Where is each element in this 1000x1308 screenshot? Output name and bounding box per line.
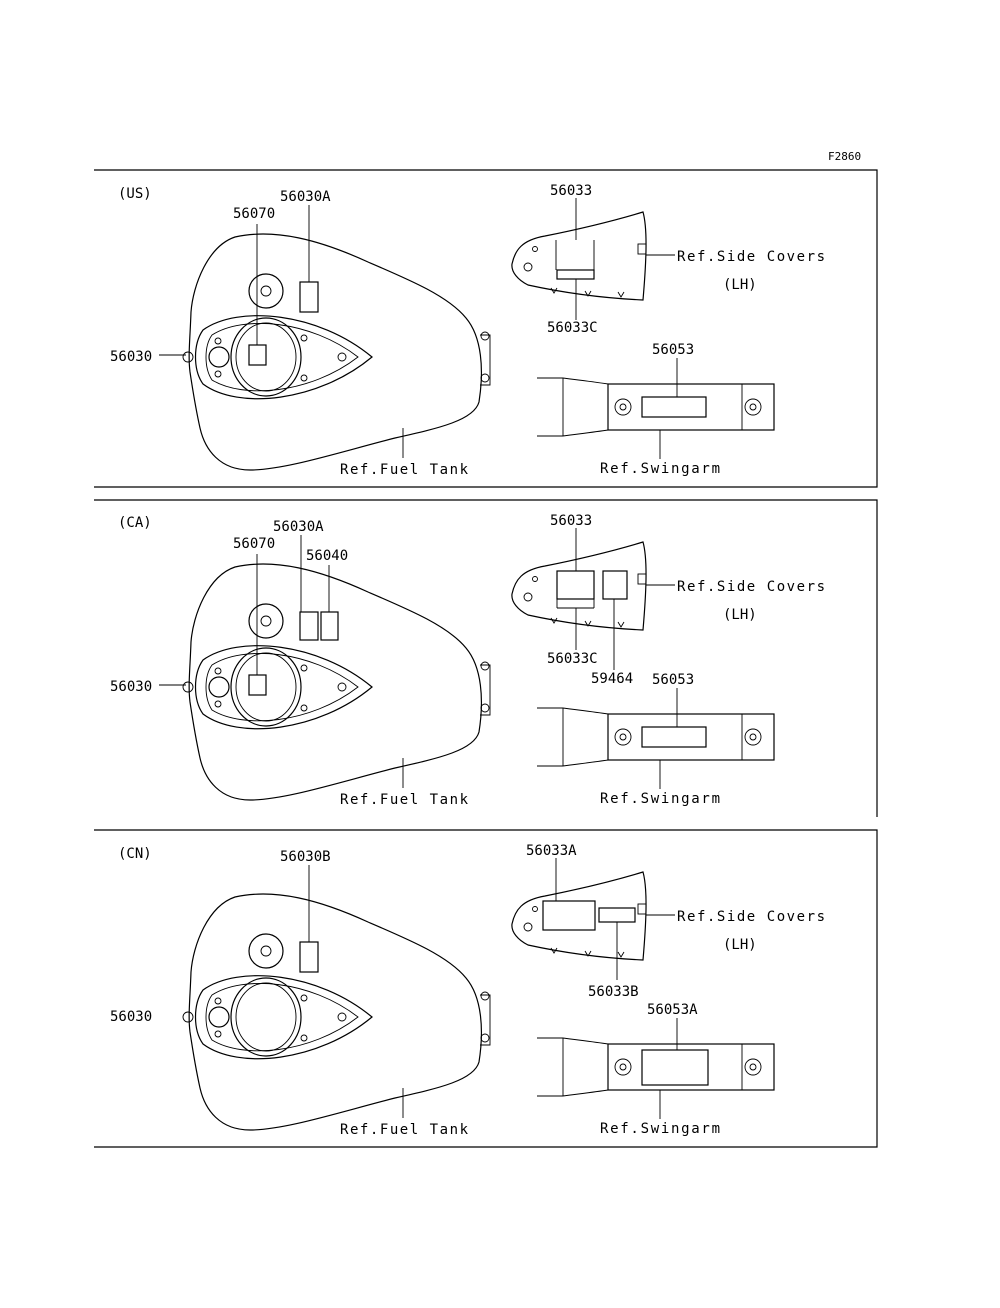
fuel-tank-ref-cn: Ref.Fuel Tank [340,1122,469,1138]
swingarm-illustration [537,1037,775,1097]
tank-label-top-cn: 56030B [280,849,331,865]
fuel-tank-illustration [182,893,491,1131]
side-cover-label-bottom-us: 56033C [547,320,598,336]
side-cover-label-bottom-cn: 56033B [588,984,639,1000]
tank-label-cap-us: 56070 [233,206,275,222]
swingarm-label-cn: 56053A [647,1002,698,1018]
swingarm-illustration [537,707,775,767]
region-label-ca: (CA) [118,515,152,531]
fuel-tank-illustration [182,233,491,471]
side-cover-label-top-us: 56033 [550,183,592,199]
tank-label-cap-ca: 56070 [233,536,275,552]
side-cover-label-bottom-ca: 56033C [547,651,598,667]
tank-label-left-us: 56030 [110,349,152,365]
side-cover-label-top-ca: 56033 [550,513,592,529]
side-cover-ref-us: Ref.Side Covers [677,249,825,265]
fuel-tank-illustration [182,563,491,801]
tank-label-left-cn: 56030 [110,1009,152,1025]
side-cover-ref-cn: Ref.Side Covers [677,909,825,925]
swingarm-ref-us: Ref.Swingarm [600,461,720,477]
tank-label-left-ca: 56030 [110,679,152,695]
region-label-us: (US) [118,186,152,202]
swingarm-illustration [537,377,775,437]
side-cover-ref-sub-us: (LH) [723,277,757,293]
side-cover-ref-sub-cn: (LH) [723,937,757,953]
tank-label-top2-ca: 56040 [306,548,348,564]
panel-ca: (CA) 56030 56070 [94,499,878,817]
side-cover-ref-ca: Ref.Side Covers [677,579,825,595]
fuel-tank-ref-us: Ref.Fuel Tank [340,462,469,478]
side-cover-illustration [511,541,647,631]
fuel-tank-ref-ca: Ref.Fuel Tank [340,792,469,808]
swingarm-ref-ca: Ref.Swingarm [600,791,720,807]
side-cover-illustration [511,211,647,301]
swingarm-label-us: 56053 [652,342,694,358]
region-label-cn: (CN) [118,846,152,862]
tank-label-top-ca: 56030A [273,519,324,535]
side-cover-illustration [511,871,647,961]
panel-cn: (CN) 56030 56030B Ref.Fuel Tank [94,829,878,1148]
swingarm-ref-cn: Ref.Swingarm [600,1121,720,1137]
panel-us: (US) 56030 56070 56 [94,169,878,488]
side-cover-ref-sub-ca: (LH) [723,607,757,623]
tank-label-top-us: 56030A [280,189,331,205]
side-cover-label-top-cn: 56033A [526,843,577,859]
side-cover-label-extra-ca: 59464 [591,671,633,687]
swingarm-label-ca: 56053 [652,672,694,688]
figure-code: F2860 [828,150,861,163]
